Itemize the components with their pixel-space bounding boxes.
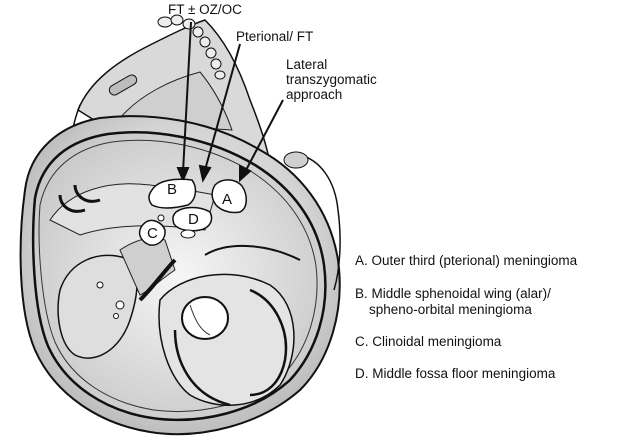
posterior-fossa [158, 245, 301, 407]
legend-item-a: A. Outer third (pterional) meningioma [355, 253, 577, 269]
foramen-magnum [181, 296, 229, 340]
region-d-letter: D [188, 211, 199, 228]
label-lateral-line-2: transzygomatic [286, 72, 377, 87]
legend-b-text-1: B. Middle sphenoidal wing (alar)/ [355, 286, 551, 301]
region-c-letter: C [147, 225, 158, 242]
label-lateral-transzygomatic: Lateral transzygomatic approach [286, 57, 377, 102]
teeth [157, 14, 226, 80]
tumor-regions: B A D C [138, 178, 247, 246]
region-a-letter: A [222, 191, 232, 208]
label-ft-oz-oc: FT ± OZ/OC [168, 2, 242, 17]
approach-arrows [176, 21, 284, 183]
legend-b-text-2: spheno-orbital meningioma [369, 302, 532, 317]
label-lateral-line-1: Lateral [286, 57, 328, 72]
legend-item-b: B. Middle sphenoidal wing (alar)/ spheno… [355, 286, 551, 318]
legend-item-c: C. Clinoidal meningioma [355, 334, 501, 350]
region-b-letter: B [167, 181, 177, 198]
region-b [148, 178, 197, 209]
legend-item-d: D. Middle fossa floor meningioma [355, 366, 555, 382]
region-a [211, 179, 247, 214]
region-c [138, 219, 166, 246]
region-d [172, 206, 213, 232]
legend-a-text: A. Outer third (pterional) meningioma [355, 253, 578, 268]
label-pterional-ft: Pterional/ FT [236, 29, 314, 44]
legend-c-text: C. Clinoidal meningioma [355, 334, 502, 349]
middle-fossa [57, 237, 177, 359]
legend-d-text: D. Middle fossa floor meningioma [355, 366, 556, 381]
label-lateral-line-3: approach [286, 87, 343, 102]
